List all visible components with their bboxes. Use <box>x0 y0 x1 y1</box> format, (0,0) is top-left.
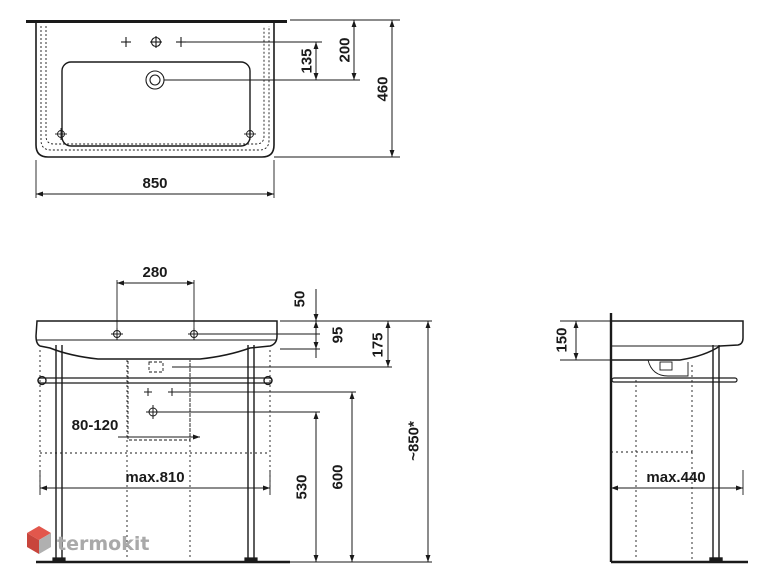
front-dim-175-label: 175 <box>370 332 387 357</box>
top-depth-label: 460 <box>375 76 392 101</box>
basin-inner-dashed-2 <box>45 26 265 145</box>
top-drain-offset-label: 135 <box>299 48 316 73</box>
tap-hole-marks <box>121 36 186 48</box>
side-max-depth-label: max.440 <box>646 469 705 486</box>
side-basin-body <box>611 320 744 361</box>
watermark: termokit <box>27 526 149 555</box>
top-extension-lines <box>35 19 400 198</box>
side-extension-lines <box>560 320 744 495</box>
top-view <box>26 19 400 198</box>
front-dim-95-label: 95 <box>330 327 347 344</box>
side-dashed-cabinet <box>611 365 693 560</box>
side-legs <box>709 345 723 563</box>
front-dashed-cabinet <box>39 350 271 560</box>
watermark-text: termokit <box>57 533 149 555</box>
front-view <box>35 280 432 564</box>
front-extension-lines <box>39 280 432 563</box>
basin-inner-dashed <box>40 26 270 151</box>
front-fixing-spacing-label: 280 <box>142 264 167 281</box>
side-dim-150-label: 150 <box>554 327 571 352</box>
front-height-label: ~850* <box>406 421 423 461</box>
bowl-outline <box>61 61 251 147</box>
basin-rim-top <box>26 20 287 23</box>
fixing-points <box>55 128 256 140</box>
drain-hole <box>145 70 165 90</box>
front-dim-600-label: 600 <box>330 464 347 489</box>
front-fixing-marks <box>111 328 200 419</box>
front-legs <box>55 345 255 560</box>
towel-rail-ends <box>37 375 273 386</box>
side-siphon <box>647 359 689 377</box>
watermark-logo-icon <box>27 526 51 554</box>
front-max-width-label: max.810 <box>125 469 184 486</box>
front-dim-530-label: 530 <box>294 474 311 499</box>
top-tap-offset-label: 200 <box>337 37 354 62</box>
siphon-outline <box>127 361 191 441</box>
top-width-label: 850 <box>142 175 167 192</box>
side-towel-rail <box>611 377 738 383</box>
front-basin-body <box>35 320 278 360</box>
towel-rail <box>37 377 273 384</box>
front-siphon-width-label: 80-120 <box>72 417 119 434</box>
front-dim-50-label: 50 <box>292 291 309 308</box>
side-view <box>560 313 748 564</box>
